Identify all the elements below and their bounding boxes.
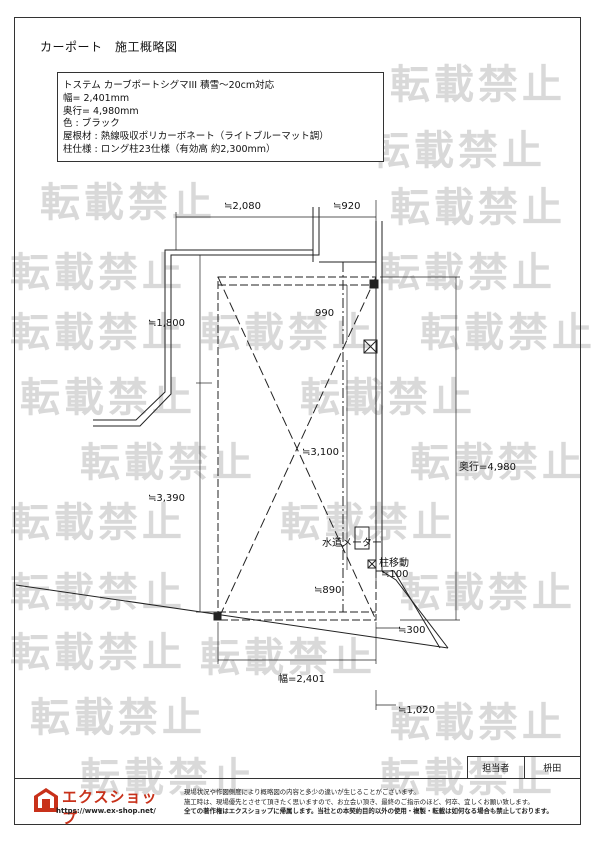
spec-line: 幅= 2,401mm xyxy=(63,92,130,104)
boundary-line xyxy=(93,207,314,421)
pillar xyxy=(213,612,222,621)
spec-line: 色 : ブラック xyxy=(63,118,120,130)
footer-note-line: 全ての著作権はエクスショップに帰属します。当社との本契約目的以外の使用・複製・転… xyxy=(184,807,553,816)
spec-line: 屋根材 : 熱線吸収ポリカーボネート（ライトブルーマット調） xyxy=(63,131,329,143)
dim-label: ≒890 xyxy=(314,585,342,596)
dim-label: ≒3,390 xyxy=(148,493,186,504)
carport-diagonal xyxy=(217,276,377,621)
dim-label: 奥行=4,980 xyxy=(459,462,517,473)
pillar xyxy=(369,279,379,289)
role-cell: 担当者 xyxy=(468,757,525,778)
footer-note-line: 現場状況や作図側度により概略図の内容と多少の違いが生じることがございます。 xyxy=(184,788,420,796)
utility-box xyxy=(363,339,378,354)
logo-text: エクスショップ xyxy=(62,788,158,827)
dim-label: ≒3,100 xyxy=(302,447,340,458)
water-meter-box xyxy=(354,526,370,550)
dim-label: ≒300 xyxy=(398,625,426,636)
spec-line: 奥行= 4,980mm xyxy=(63,105,139,117)
dim-label: 幅=2,401 xyxy=(278,674,326,685)
pillar-move-marker xyxy=(367,559,377,569)
house-icon xyxy=(34,788,58,812)
dim-label: ≒100 xyxy=(381,569,409,580)
dim-label: ≒920 xyxy=(333,201,361,212)
pillar-move-marker xyxy=(367,559,377,569)
spec-line: トステム カーブポートシグマIII 積雪～20cm対応 xyxy=(63,80,275,91)
dim-label: 990 xyxy=(315,308,335,319)
name-cell: 枡田 xyxy=(525,757,581,778)
carport-outline xyxy=(217,276,377,621)
page-title: カーポート 施工概略図 xyxy=(40,40,178,54)
approval-table: 担当者 枡田 xyxy=(467,756,581,778)
pillar-move-label: 柱移動 xyxy=(379,558,409,569)
boundary-line xyxy=(376,570,441,649)
road-line xyxy=(15,584,449,649)
footer-divider xyxy=(14,778,581,779)
drawing-frame xyxy=(14,17,581,825)
dim-label: ≒1,020 xyxy=(398,705,436,716)
spec-box: トステム カーブポートシグマIII 積雪～20cm対応 幅= 2,401mm 奥… xyxy=(57,72,384,162)
spec-line: 柱仕様 : ロング柱23仕様（有効高 約2,300mm） xyxy=(63,143,276,155)
footer-note-line: 施工時は、現場優先とさせて頂きたく思いますので、お立会い頂き、最終のご指示のほど… xyxy=(184,797,534,806)
boundary-line xyxy=(93,207,320,427)
footer-notes: 現場状況や作図側度により概略図の内容と多少の違いが生じることがございます。 施工… xyxy=(184,788,553,817)
logo-url: https://www.ex-shop.net/ xyxy=(56,807,156,815)
dim-label: ≒1,800 xyxy=(148,318,186,329)
water-meter-label: 水道メーター xyxy=(322,538,382,549)
utility-box xyxy=(363,339,378,354)
boundary-line xyxy=(381,570,449,649)
company-logo: エクスショップ https://www.ex-shop.net/ xyxy=(30,786,170,827)
dim-label: ≒2,080 xyxy=(224,201,262,212)
